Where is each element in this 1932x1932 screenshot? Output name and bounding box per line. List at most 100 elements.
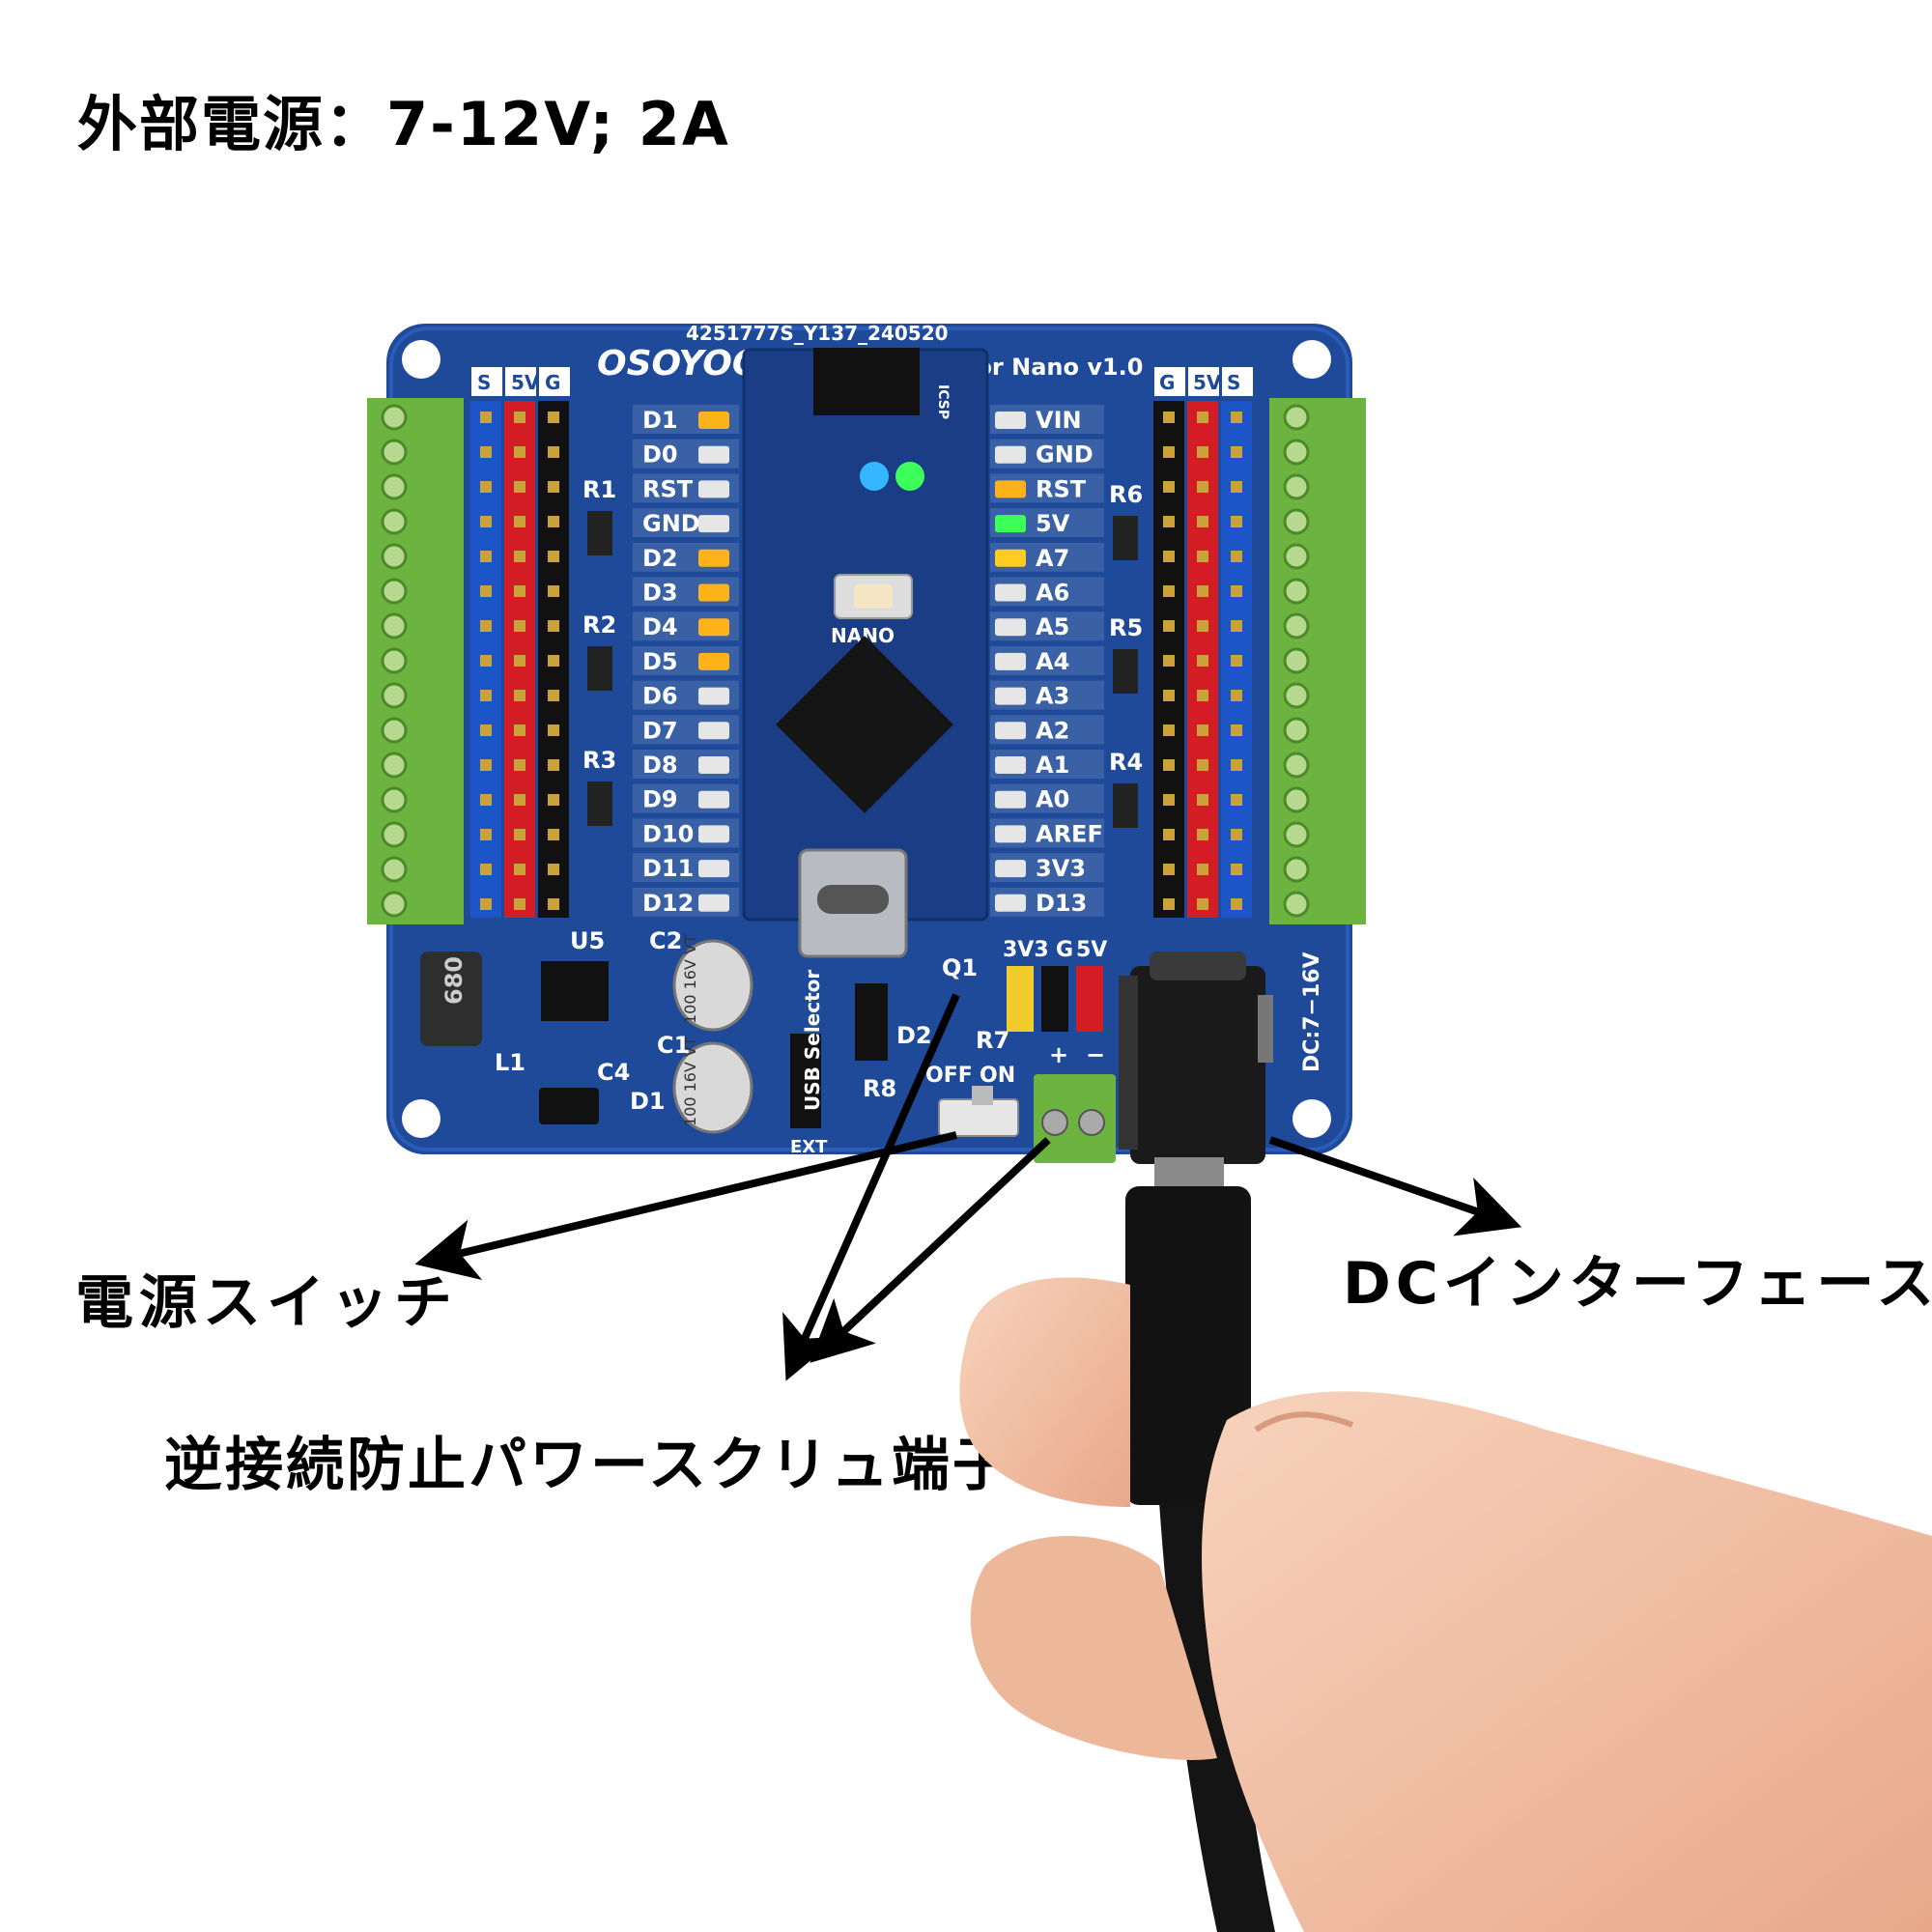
pin-label-right: A5 (1036, 613, 1069, 640)
pin-label-left: D6 (642, 683, 678, 710)
model-label: for Nano v1.0 (966, 354, 1144, 381)
pin-head (514, 759, 526, 771)
pin-label-right: A0 (1036, 786, 1069, 813)
pin-head (548, 829, 559, 840)
pin-led (995, 412, 1026, 429)
serial-label: 4251777S_Y137_240520 (686, 322, 949, 345)
terminal-plus: + (1049, 1041, 1068, 1068)
pin-head (514, 481, 526, 493)
pin-head (548, 620, 559, 632)
resistor-label-left: R2 (582, 611, 616, 639)
pin-led (995, 480, 1026, 498)
terminal-screw (381, 821, 408, 848)
pin-led (698, 652, 729, 670)
pin-label-left: D0 (642, 441, 678, 469)
switch-on-label: ON (980, 1064, 1015, 1088)
pin-led (698, 756, 729, 774)
header-label-left-item: G (545, 371, 560, 394)
pin-head (1231, 829, 1242, 840)
pin-head (480, 864, 492, 875)
pin-label-left: D8 (642, 752, 678, 779)
pin-head (1163, 829, 1175, 840)
pin-led (995, 894, 1026, 912)
pin-head (548, 690, 559, 701)
pin-head (1163, 620, 1175, 632)
pin-head (1163, 655, 1175, 667)
pin-head (480, 690, 492, 701)
pin-head (1231, 585, 1242, 597)
arrow-power-switch (414, 1131, 957, 1280)
jumper-g (1041, 966, 1068, 1032)
pin-head (480, 759, 492, 771)
pin-head (480, 724, 492, 736)
part-designator: R7 (976, 1027, 1009, 1054)
pin-led (698, 825, 729, 843)
pcb-board: 4251777S_Y137_240520 OSOYOO for Nano v1.… (367, 322, 1366, 1163)
pin-led (698, 860, 729, 878)
pin-head (548, 585, 559, 597)
pin-label-left: D7 (642, 717, 678, 744)
cap-c2-label: 100 16V VT (681, 934, 699, 1024)
resistor-array (587, 781, 612, 826)
jumper-5v (1076, 966, 1103, 1032)
jumper-3v3 (1007, 966, 1034, 1032)
pin-led (698, 412, 729, 429)
pin-head (548, 655, 559, 667)
pin-led (698, 894, 729, 912)
pin-led (698, 515, 729, 533)
pin-led (698, 618, 729, 637)
pin-head (1163, 759, 1175, 771)
pin-head (548, 724, 559, 736)
pin-led (995, 860, 1026, 878)
pin-head (1231, 620, 1242, 632)
resistor-label-right: R6 (1109, 481, 1143, 508)
pin-head (1197, 655, 1208, 667)
pin-led (698, 480, 729, 498)
resistor-array (1113, 649, 1138, 694)
pin-label-left: D12 (642, 890, 694, 917)
terminal-minus: − (1086, 1041, 1105, 1068)
pin-head (1163, 412, 1175, 423)
pin-head (1231, 446, 1242, 458)
pin-led (995, 825, 1026, 843)
icsp-header (813, 348, 920, 415)
terminal-screw (1283, 891, 1310, 918)
header-label-box (505, 367, 536, 396)
pin-label-left: GND (642, 510, 700, 537)
resistor-array (587, 646, 612, 691)
pin-head (514, 898, 526, 910)
pin-head (480, 412, 492, 423)
part-designator: C2 (649, 927, 682, 954)
arduino-nano-module: ICSP NANO (742, 348, 989, 958)
pin-led (995, 756, 1026, 774)
pin-label-right: A2 (1036, 717, 1069, 744)
pin-label-right: 3V3 (1036, 855, 1086, 882)
pin-label-left: RST (642, 475, 694, 502)
terminal-screw (1283, 404, 1310, 431)
terminal-screw (1283, 543, 1310, 570)
pin-label-right: A7 (1036, 545, 1069, 572)
hand (959, 1277, 1932, 1932)
pin-head (1231, 690, 1242, 701)
mount-hole (402, 340, 440, 379)
pin-head (514, 585, 526, 597)
pin-head (548, 794, 559, 806)
pin-head (1163, 551, 1175, 562)
pin-label-left: D10 (642, 820, 694, 847)
power-switch-label: 電源スイッチ (75, 1269, 458, 1337)
pin-led (995, 652, 1026, 670)
annotation-arrows (414, 993, 1522, 1381)
terminal-screw (381, 439, 408, 466)
header-label-box (1222, 367, 1253, 396)
pin-head (1163, 864, 1175, 875)
pin-label-left: D5 (642, 648, 678, 675)
terminal-screw (381, 473, 408, 500)
pin-head (1197, 690, 1208, 701)
terminal-screw (381, 612, 408, 639)
part-designator: D2 (896, 1022, 932, 1049)
pin-head (548, 412, 559, 423)
terminal-screw (1283, 508, 1310, 535)
pin-led (995, 583, 1026, 602)
